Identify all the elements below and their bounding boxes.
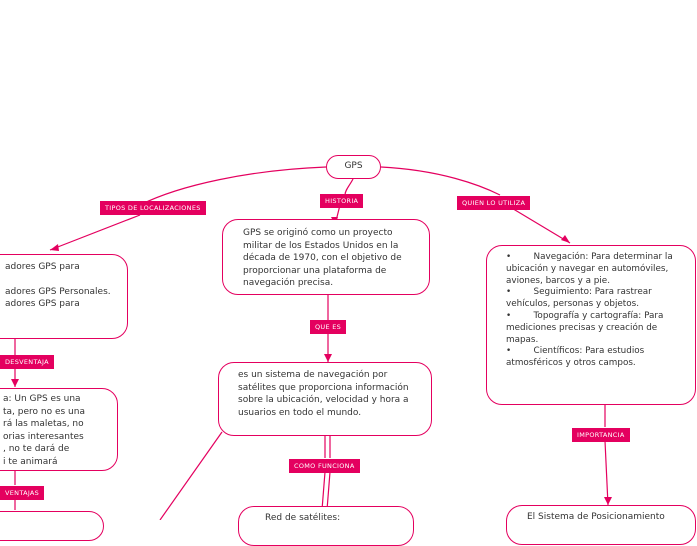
root-label: GPS [344, 161, 363, 171]
tag-como-funciona[interactable]: COMO FUNCIONA [289, 459, 360, 473]
tag-que-es[interactable]: QUE ES [310, 320, 347, 334]
node-como-funciona[interactable]: Red de satélites: [238, 506, 414, 546]
node-ventajas[interactable] [0, 511, 104, 541]
quien-item-navegacion: • Navegación: Para determinar la ubicaci… [506, 252, 676, 286]
root-node-gps[interactable]: GPS [326, 155, 381, 179]
quien-item-seguimiento: • Seguimiento: Para rastrear vehículos, … [506, 287, 655, 310]
que-es-text: es un sistema de navegación por satélite… [238, 370, 412, 418]
desventaja-line-1: a: Un GPS es una [3, 394, 81, 404]
node-quien-lo-utiliza[interactable]: • Navegación: Para determinar la ubicaci… [486, 245, 696, 405]
tag-desventaja[interactable]: DESVENTAJA [0, 355, 54, 369]
quien-item-cientificos: • Científicos: Para estudios atmosférico… [506, 346, 648, 369]
connector-lines [11, 166, 612, 520]
tipos-line-1: adores GPS para [5, 262, 80, 272]
desventaja-line-3: rá las maletas, no [3, 419, 84, 429]
desventaja-line-2: ta, pero no es una [3, 406, 85, 417]
como-funciona-text: Red de satélites: [265, 513, 341, 523]
node-importancia[interactable]: El Sistema de Posicionamiento [506, 505, 696, 545]
tag-historia[interactable]: HISTORIA [320, 194, 364, 208]
desventaja-line-6: i te animará [3, 456, 58, 467]
importancia-text: El Sistema de Posicionamiento [527, 512, 665, 522]
tag-ventajas[interactable]: VENTAJAS [0, 486, 45, 500]
tipos-line-3: adores GPS Personales. [5, 286, 111, 297]
tag-tipos-de-localizaciones[interactable]: TIPOS DE LOCALIZACIONES [100, 201, 206, 215]
tipos-line-4: adores GPS para [5, 299, 80, 309]
tipos-line-2 [5, 274, 127, 286]
node-desventaja[interactable]: a: Un GPS es una ta, pero no es una rá l… [0, 388, 118, 471]
tag-quien-lo-utiliza[interactable]: QUIEN LO UTILIZA [457, 196, 531, 210]
node-tipos-de-localizaciones[interactable]: adores GPS para adores GPS Personales. a… [0, 254, 128, 339]
node-historia[interactable]: GPS se originó como un proyecto militar … [222, 219, 430, 295]
desventaja-line-5: , no te dará de [3, 444, 70, 454]
node-que-es[interactable]: es un sistema de navegación por satélite… [218, 362, 432, 436]
quien-item-topografia: • Topografía y cartografía: Para medicio… [506, 310, 667, 345]
historia-text: GPS se originó como un proyecto militar … [243, 228, 405, 288]
desventaja-line-4: orias interesantes [3, 431, 84, 442]
tag-importancia[interactable]: IMPORTANCIA [572, 428, 630, 442]
